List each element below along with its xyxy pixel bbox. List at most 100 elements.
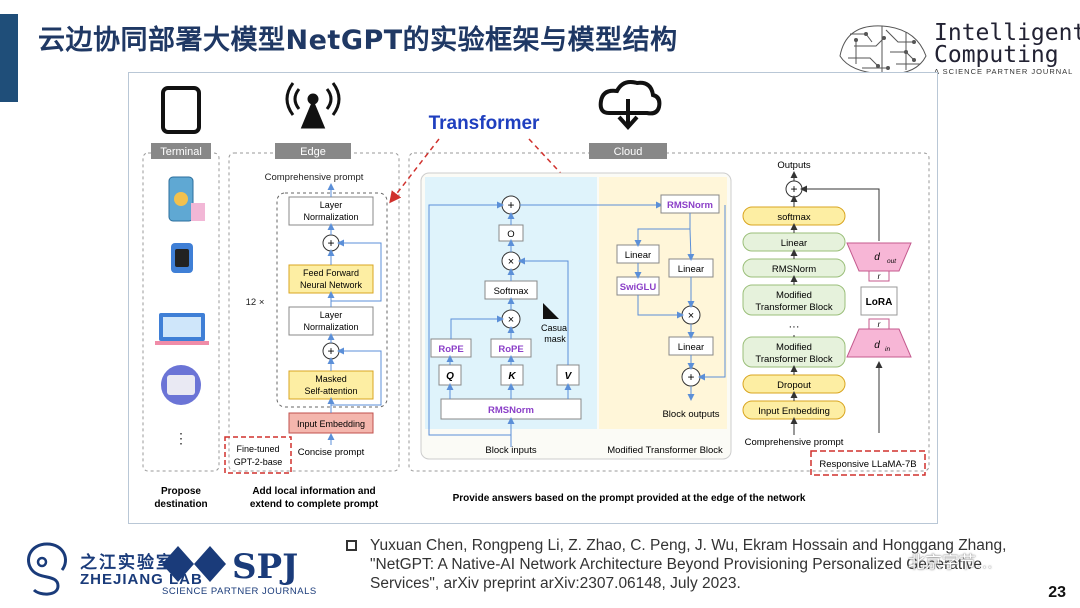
svg-text:+: + (327, 236, 334, 250)
tablet-icon (161, 86, 201, 134)
ffn-linear-3-label: Linear (678, 342, 704, 353)
caption-add-local-2: extend to complete prompt (250, 499, 379, 510)
lora-din-label: d (874, 340, 880, 351)
casual-mask-2: mask (544, 334, 566, 344)
rope-q-label: RoPE (438, 344, 463, 355)
llama-rmsnorm-label: RMSNorm (772, 264, 816, 275)
svg-text:+: + (327, 344, 334, 358)
cloud-rmsnorm-2-label: RMSNorm (667, 200, 713, 211)
block-inputs-label: Block inputs (485, 445, 536, 456)
cloud-download-icon (598, 80, 662, 130)
terminal-label: Terminal (160, 146, 202, 158)
netgpt-framework-figure: Terminal Edge Cloud Transformer ⋮ Compre… (128, 72, 938, 524)
antenna-icon (285, 82, 341, 129)
ffn-linear-1-label: Linear (625, 250, 651, 261)
edge-masked-attention (288, 370, 374, 400)
transformer-label: Transformer (429, 113, 540, 134)
terminal-tab (151, 143, 211, 159)
terminal-devices: ⋮ (155, 176, 209, 446)
citation-text: Yuxuan Chen, Rongpeng Li, Z. Zhao, C. Pe… (370, 537, 1007, 592)
edge-ma-1: Masked (315, 374, 347, 384)
ic-logo-subtitle: A SCIENCE PARTNER JOURNAL (934, 67, 1074, 76)
gpt2-tag-2: GPT-2-base (234, 457, 283, 467)
edge-ff-2: Neural Network (300, 280, 363, 290)
llama-mb-top-1: Modified (776, 290, 812, 301)
spj-subtitle: SCIENCE PARTNER JOURNALS (162, 586, 317, 597)
svg-text:×: × (688, 310, 694, 322)
llama-outputs: Outputs (777, 160, 811, 171)
gpt2-tag-frame (224, 436, 292, 474)
zhejiang-lab-cn: 之江实验室 (80, 553, 175, 572)
lora-r-bottom: r (878, 320, 881, 329)
lora-dout-sub: out (887, 258, 897, 265)
lora-r-top: r (878, 272, 881, 281)
lora-label: LoRA (866, 297, 893, 308)
svg-text:+: + (790, 182, 797, 196)
lora-din-sub: in (885, 346, 890, 353)
title-accent-bar (0, 14, 18, 102)
llama-comprehensive-prompt: Comprehensive prompt (745, 437, 844, 448)
intelligent-computing-logo (839, 25, 927, 75)
casual-mask-icon (543, 303, 559, 319)
gpt2-tag-1: Fine-tuned (236, 444, 279, 454)
spj-wordmark: SPJ (232, 547, 298, 586)
lora-up-projection (846, 242, 912, 272)
modified-block-label: Modified Transformer Block (607, 445, 723, 456)
lora-dout-label: d (874, 252, 880, 263)
svg-text:+: + (507, 198, 514, 212)
watermark-text: 北京字节… (908, 553, 993, 572)
slide-title: 云边协同部署大模型NetGPT的实验框架与模型结构 (38, 25, 678, 56)
casual-mask-1: Casual (541, 323, 569, 333)
edge-ln-mid-1: Layer (320, 310, 343, 320)
svg-text:×: × (508, 256, 514, 268)
caption-add-local-1: Add local information and (252, 486, 375, 497)
llama-tag-frame (810, 450, 926, 476)
caption-propose-1: Propose (161, 486, 201, 497)
llama-dropout-label: Dropout (777, 380, 811, 391)
zhejiang-lab-en: ZHEJIANG LAB (80, 571, 203, 588)
llama-mb-bot-1: Modified (776, 342, 812, 353)
svg-text:+: + (687, 370, 694, 384)
svg-text:×: × (508, 314, 514, 326)
edge-concise-prompt: Concise prompt (298, 447, 365, 458)
o-label: O (507, 229, 514, 240)
edge-comprehensive-prompt: Comprehensive prompt (265, 172, 364, 183)
caption-propose-2: destination (154, 499, 207, 510)
edge-ma-2: Self-attention (304, 386, 357, 396)
llama-tag: Responsive LLaMA-7B (819, 459, 916, 470)
cloud-label: Cloud (614, 146, 643, 158)
lora-down-projection (846, 328, 912, 358)
rope-k-label: RoPE (498, 344, 523, 355)
llama-softmax-label: softmax (777, 212, 811, 223)
edge-repeat-label: 12 × (246, 297, 265, 308)
spj-logo: SPJ (162, 546, 298, 586)
edge-ff-1: Feed Forward (303, 268, 359, 278)
swiglu-label: SwiGLU (620, 282, 657, 293)
cloud-frame (408, 152, 930, 472)
lora-box (860, 286, 898, 316)
llama-linear-label: Linear (781, 238, 807, 249)
ic-logo-word2: Computing (934, 42, 1059, 68)
zhejiang-lab-logo-icon (27, 542, 67, 596)
cloud-tab (589, 143, 667, 159)
edge-label: Edge (300, 146, 326, 158)
transformer-arrow-edge (389, 138, 440, 204)
cloud-rmsnorm-1-label: RMSNorm (488, 405, 534, 416)
svg-text:⋮: ⋮ (174, 430, 188, 446)
ffn-panel (599, 177, 727, 429)
block-outputs-label: Block outputs (662, 409, 719, 420)
edge-input-embedding-label: Input Embedding (297, 419, 365, 429)
page-number: 23 (1048, 584, 1066, 601)
v-label: V (565, 371, 573, 382)
edge-ln-top-2: Normalization (303, 212, 358, 222)
caption-provide: Provide answers based on the prompt prov… (453, 493, 806, 504)
k-label: K (508, 371, 516, 382)
cloud-softmax-label: Softmax (494, 286, 529, 297)
edge-stack-frame (276, 192, 388, 408)
llama-ellipsis: ··· (789, 321, 800, 333)
edge-ln-mid-2: Normalization (303, 322, 358, 332)
ffn-linear-2-label: Linear (678, 264, 704, 275)
llama-mb-bot-2: Transformer Block (755, 354, 832, 365)
edge-tab (275, 143, 351, 159)
edge-ln-top-1: Layer (320, 200, 343, 210)
